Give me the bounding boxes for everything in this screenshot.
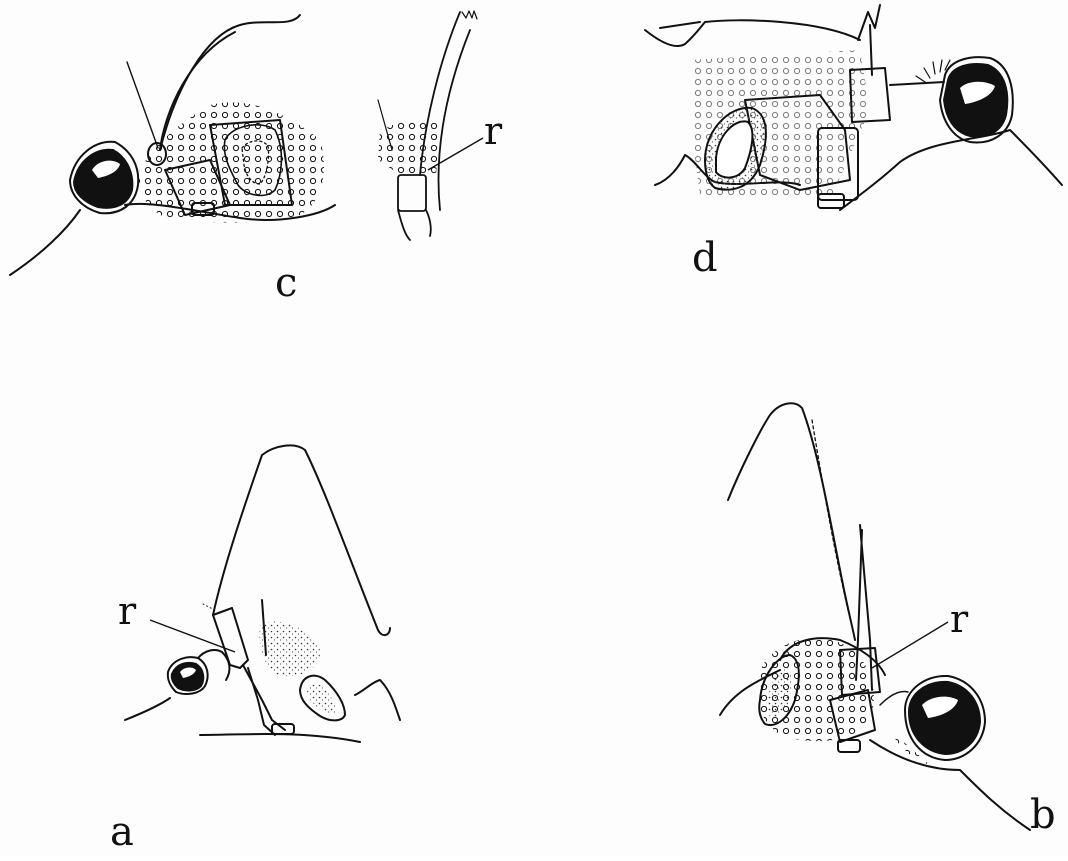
- panel-label-b: b: [1030, 795, 1056, 835]
- panel-d-drawing: [645, 5, 1062, 210]
- callout-line-a: [150, 620, 235, 652]
- panel-label-c: c: [275, 263, 297, 303]
- callout-line-b: [872, 622, 948, 668]
- callout-label-r-a: r: [118, 592, 136, 630]
- panel-b-drawing: [720, 403, 1030, 830]
- panel-label-a: a: [110, 812, 134, 852]
- panel-c-drawing: [10, 15, 335, 275]
- panel-label-d: d: [692, 238, 718, 278]
- panel-a-drawing: [125, 445, 400, 742]
- callout-label-r-b: r: [950, 600, 968, 638]
- callout-label-r-c: r: [484, 112, 502, 150]
- panel-c-inset-drawing: [378, 11, 477, 240]
